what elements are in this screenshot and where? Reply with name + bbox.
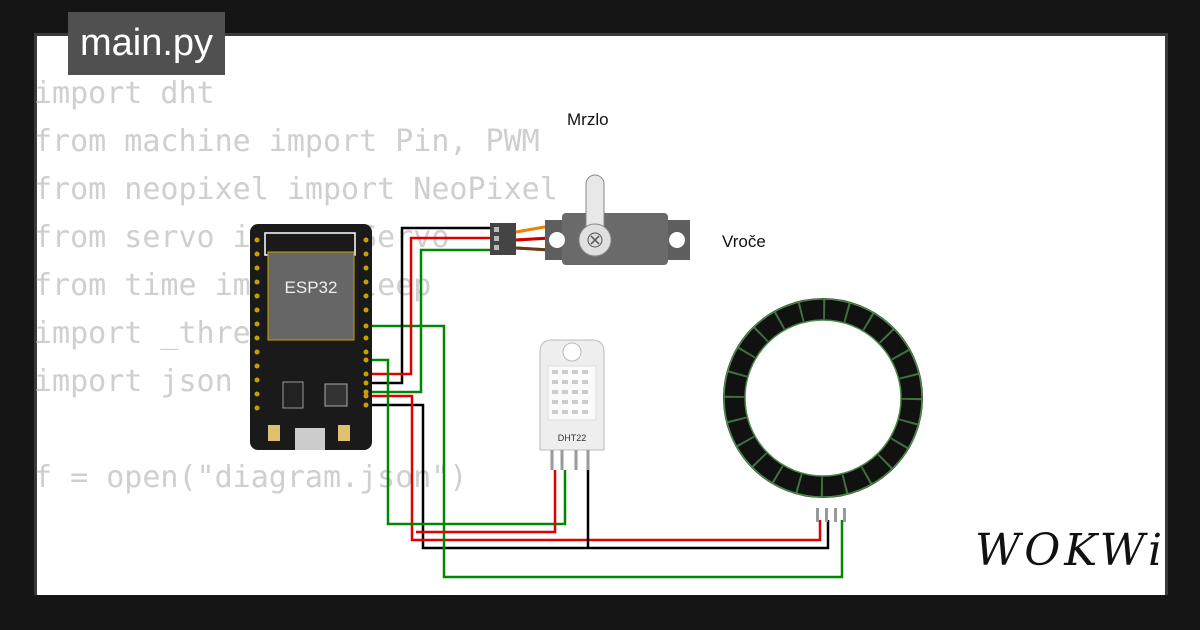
file-tab[interactable]: main.py <box>68 12 226 75</box>
pin-header-left <box>254 237 260 411</box>
code-background: import dht from machine import Pin, PWM … <box>34 70 558 502</box>
esp32-board: ESP32 <box>250 224 372 450</box>
wire-green <box>370 324 844 579</box>
simulator-canvas <box>34 33 1168 598</box>
wire-red <box>370 236 492 376</box>
wire-red <box>416 470 557 534</box>
servo-motor <box>490 174 690 265</box>
bottom-bar <box>0 595 1200 630</box>
wire-green <box>370 248 492 394</box>
code-line: f = open("diagram.json") <box>34 460 468 495</box>
wire-black <box>370 403 830 550</box>
pin-header-right <box>363 237 369 408</box>
esp32-label: ESP32 <box>285 278 338 297</box>
servo-label-right: Vroče <box>722 232 766 251</box>
wire-green <box>370 358 567 526</box>
code-line: from machine import Pin, PWM <box>34 124 540 159</box>
code-line: from neopixel import NeoPixel <box>34 172 558 207</box>
dht-label: DHT22 <box>558 433 587 443</box>
wokwi-logo: WOKWi <box>975 525 1167 576</box>
code-line: import dht <box>34 76 215 111</box>
neopixel-ring <box>723 298 923 522</box>
wire-black <box>370 226 492 385</box>
wire-red <box>370 394 822 542</box>
dht22-sensor: DHT22 <box>539 339 605 470</box>
servo-label-top: Mrzlo <box>567 110 609 129</box>
wires <box>370 226 844 579</box>
code-line: import json <box>34 364 233 399</box>
